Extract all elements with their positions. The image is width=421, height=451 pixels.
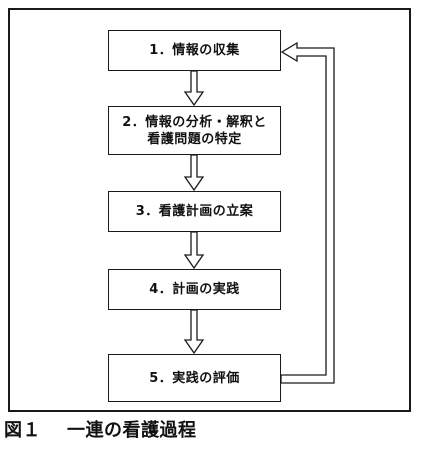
figure-title: 一連の看護過程 (67, 420, 197, 441)
step-4-label: 4．計画の実践 (149, 282, 240, 297)
step-4-implement: 4．計画の実践 (108, 269, 281, 310)
step-3-label: 3．看護計画の立案 (135, 204, 254, 219)
step-2-label-line1: 2．情報の分析・解釈と (122, 114, 267, 130)
step-1-collect-information: 1．情報の収集 (108, 30, 281, 71)
diagram-frame (8, 8, 411, 412)
arrow-down-3 (183, 231, 205, 270)
step-2-analyze-identify: 2．情報の分析・解釈と 看護問題の特定 (108, 106, 281, 155)
arrow-down-1 (183, 70, 205, 107)
step-2-label-line2: 看護問題の特定 (147, 131, 242, 147)
step-5-label: 5．実践の評価 (149, 370, 240, 386)
step-5-evaluate: 5．実践の評価 (108, 354, 281, 402)
feedback-loop-arrow (280, 41, 335, 384)
figure-number: 図１ (4, 420, 41, 441)
arrow-down-2 (183, 154, 205, 192)
step-3-plan: 3．看護計画の立案 (108, 191, 281, 232)
step-1-label: 1．情報の収集 (149, 43, 240, 58)
figure-caption: 図１ 一連の看護過程 (4, 416, 197, 442)
arrow-down-4 (183, 309, 205, 355)
